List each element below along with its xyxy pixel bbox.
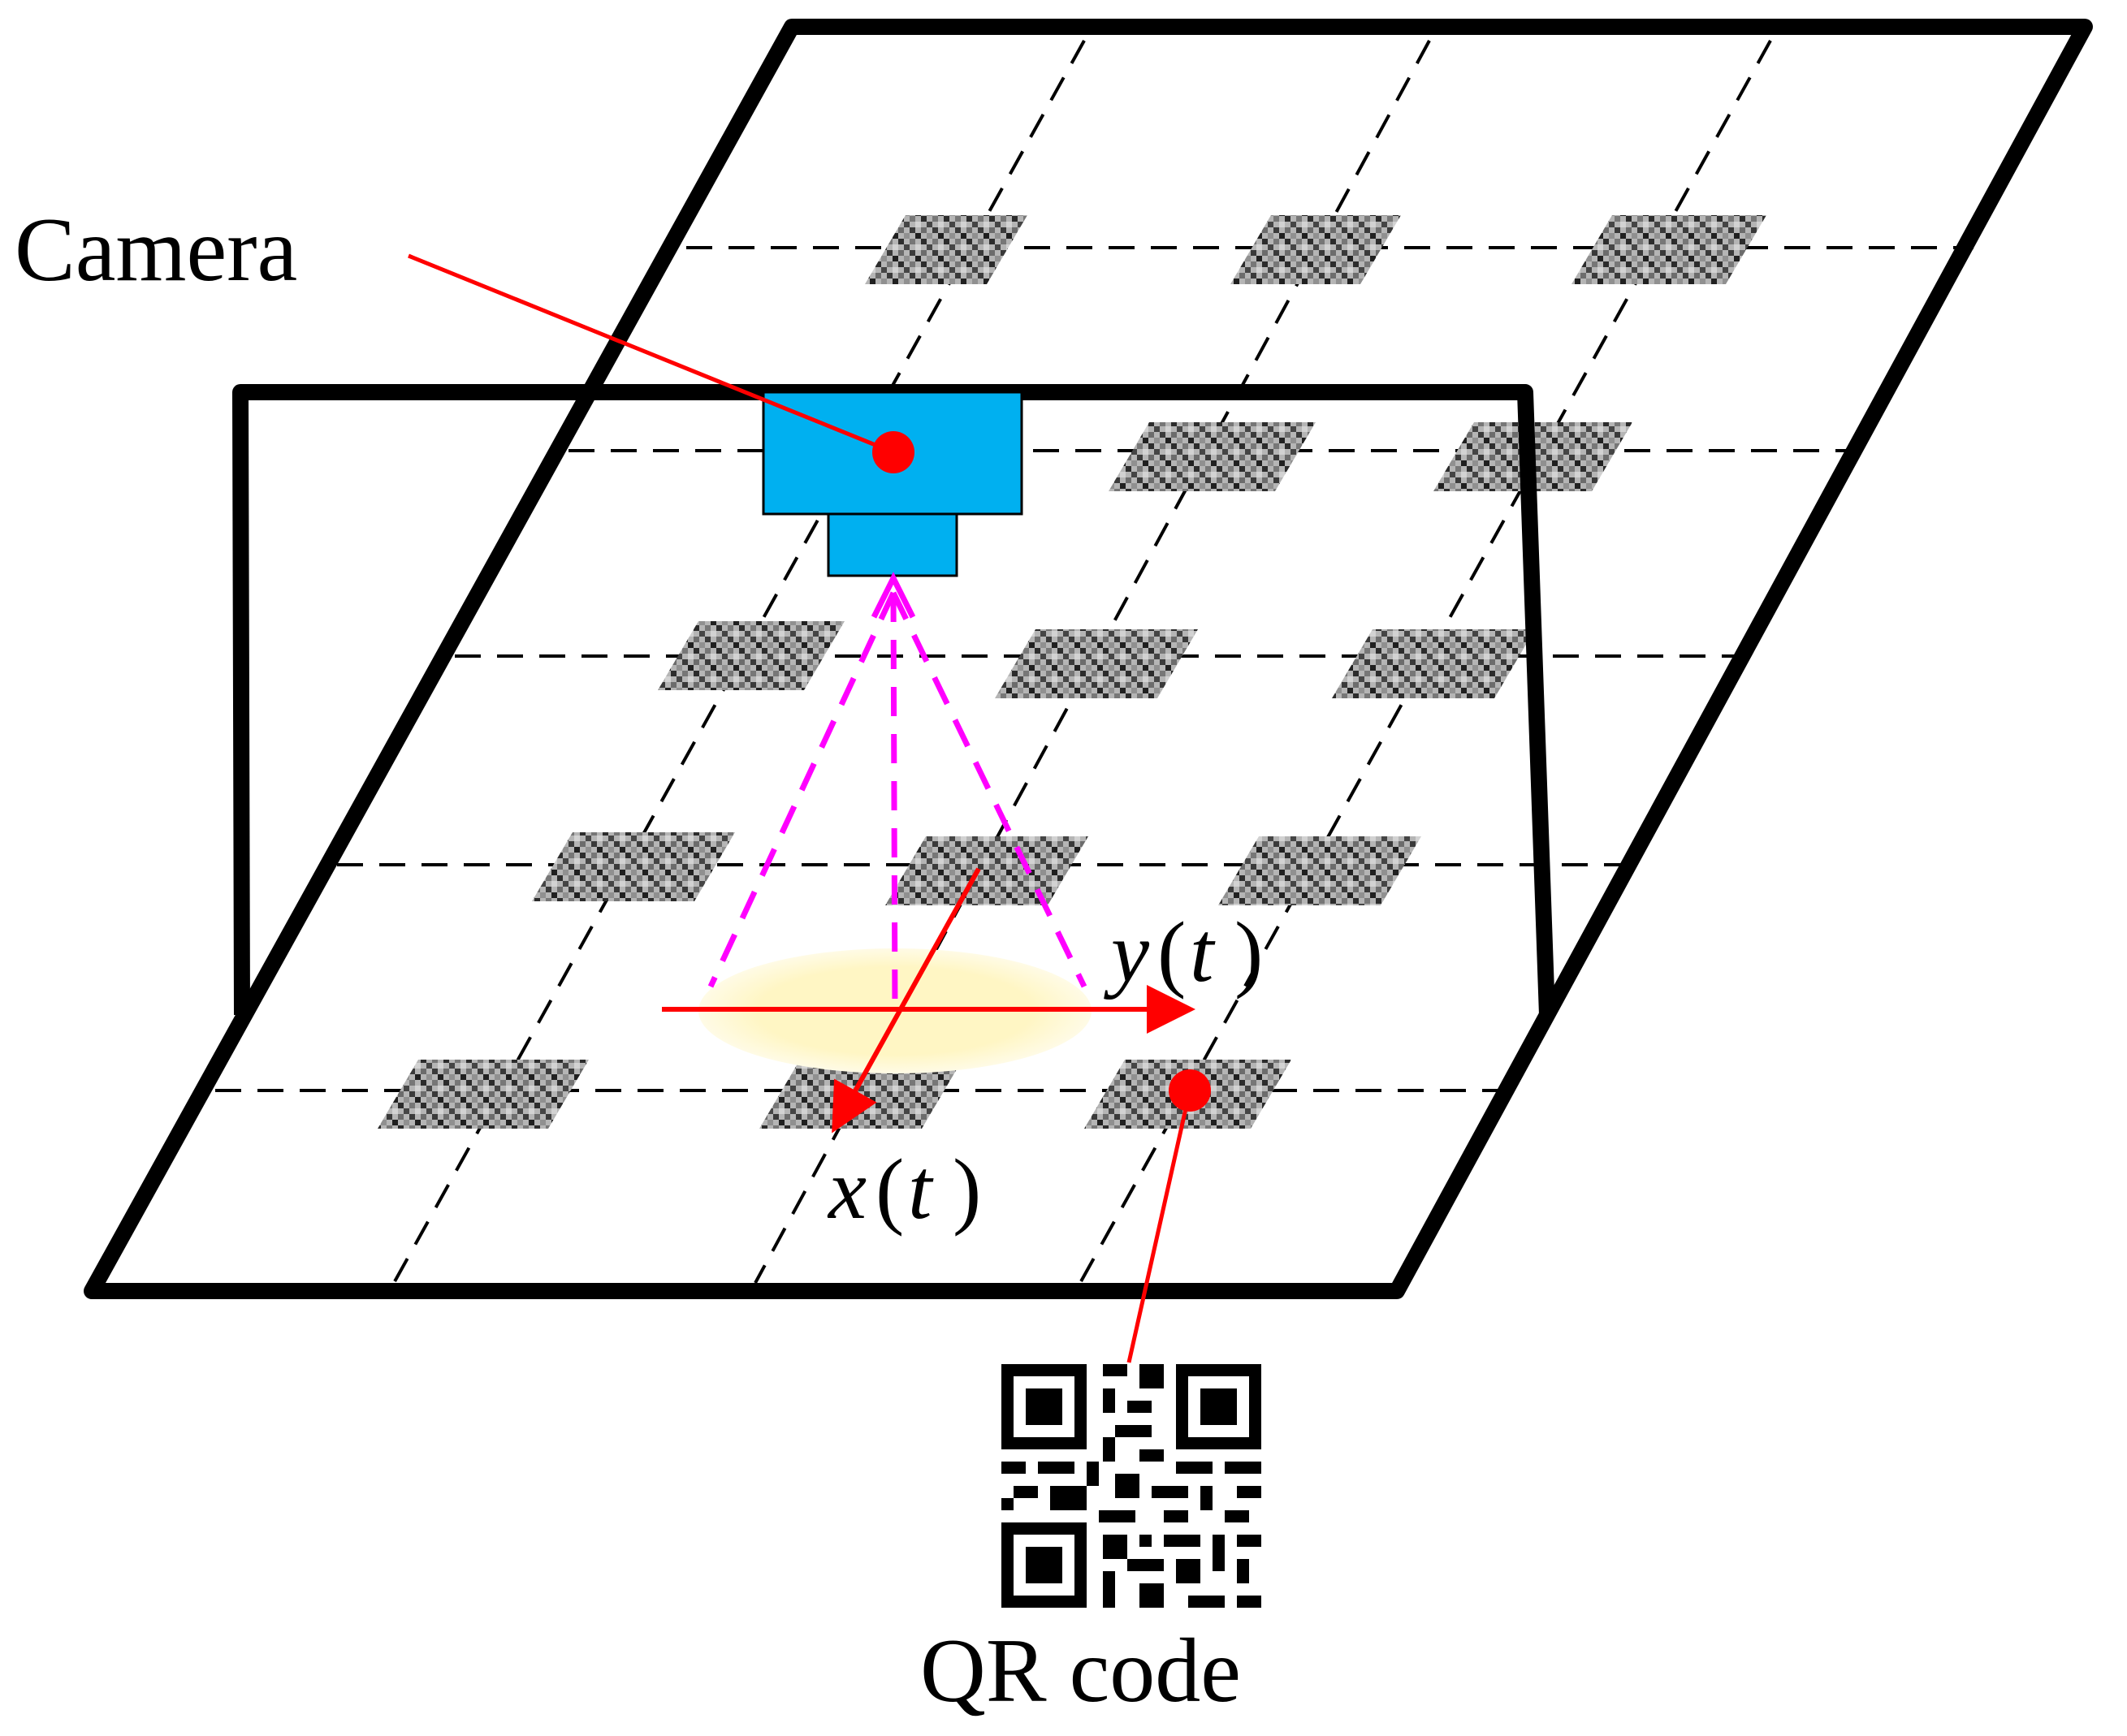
floor-tag bbox=[658, 621, 845, 690]
y-axis-var: y bbox=[1104, 905, 1150, 1000]
x-axis-open-paren: ( bbox=[875, 1142, 904, 1237]
qr-code-icon bbox=[1001, 1364, 1261, 1608]
qr-code-label: QR code bbox=[920, 1621, 1241, 1721]
camera-label: Camera bbox=[15, 200, 297, 300]
y-axis-t: t bbox=[1190, 905, 1216, 1000]
camera-lens bbox=[827, 512, 958, 577]
floor-tag bbox=[1109, 422, 1316, 491]
qr-pointer-line bbox=[1126, 1090, 1192, 1363]
x-axis-arrow bbox=[832, 867, 981, 1134]
x-axis-label: x ( t ) bbox=[827, 1142, 981, 1237]
camera-pointer-dot bbox=[872, 431, 914, 473]
ground-plane bbox=[84, 19, 2093, 1299]
camera-pointer-line bbox=[408, 253, 894, 455]
floor-tag bbox=[865, 215, 1027, 284]
qr-pointer-dot bbox=[1169, 1069, 1211, 1112]
x-axis-t: t bbox=[908, 1142, 934, 1237]
x-axis-var: x bbox=[827, 1142, 867, 1237]
floor-tag bbox=[1218, 836, 1421, 905]
camera-icon bbox=[762, 391, 1023, 577]
floor-tag bbox=[378, 1060, 589, 1129]
floor-tag bbox=[1332, 629, 1535, 698]
y-axis-label: y ( t ) bbox=[1104, 905, 1263, 1000]
floor-tag bbox=[1571, 215, 1766, 284]
x-axis-close-paren: ) bbox=[953, 1142, 981, 1237]
view-cone bbox=[707, 591, 1087, 1014]
floor-qr-tags bbox=[378, 215, 1766, 1129]
y-axis-open-paren: ( bbox=[1157, 905, 1186, 1000]
floor-tag bbox=[995, 629, 1198, 698]
view-cone-arrowhead bbox=[871, 572, 916, 619]
floor-tag bbox=[1230, 215, 1401, 284]
floor-tag bbox=[885, 836, 1088, 905]
y-axis-close-paren: ) bbox=[1234, 905, 1263, 1000]
floor-tag bbox=[532, 832, 735, 901]
